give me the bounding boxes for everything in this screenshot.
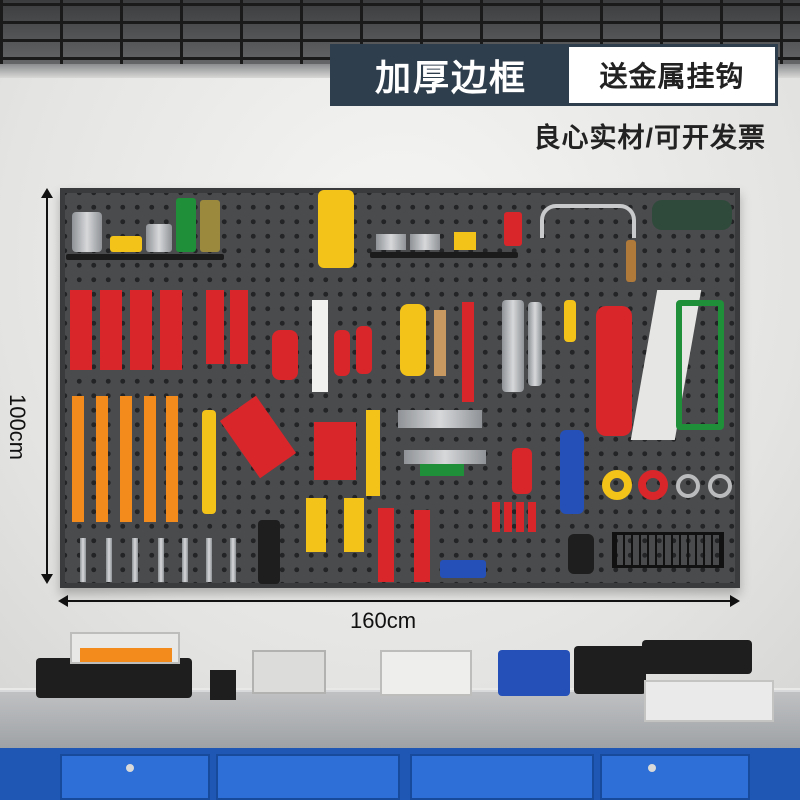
spray-can-gold-image (200, 200, 220, 252)
paint-brush-image (306, 498, 326, 552)
screwdriver-image (528, 502, 536, 532)
square-handle-image (420, 464, 464, 476)
parts-box-image (644, 680, 774, 722)
width-label: 160cm (350, 608, 417, 633)
width-dimension-line (58, 595, 740, 607)
title-banner: 加厚边框 送金属挂钩 (330, 44, 778, 106)
scraper-image (414, 510, 430, 582)
hook-ring-image (676, 474, 700, 498)
cabinet-drawer (216, 754, 400, 800)
tool-box-image (642, 640, 752, 674)
pliers-image (512, 448, 532, 494)
height-dimension-line (41, 188, 53, 584)
socket-rail-image (160, 290, 182, 370)
square-ruler-image (404, 450, 486, 464)
pliers-image (334, 330, 350, 376)
parts-box-image (410, 234, 440, 250)
hacksaw-image (676, 300, 724, 430)
socket-rail-image (100, 290, 122, 370)
socket-rail-image (70, 290, 92, 370)
socket-rail-image (230, 290, 248, 364)
paint-roller-image (440, 560, 486, 578)
file-tool-image (166, 396, 178, 522)
hammer-handle-image (434, 310, 446, 376)
caliper-image (398, 410, 482, 428)
parts-box-image (380, 650, 472, 696)
spanner-image (206, 538, 212, 582)
organizer-tray-image (80, 648, 172, 662)
coping-saw-image (540, 204, 636, 238)
tool-box-image (574, 646, 646, 694)
parts-box-image (252, 650, 326, 694)
level-image (312, 300, 328, 392)
banner-main-text: 加厚边框 (333, 47, 569, 103)
wrench-image (502, 300, 524, 392)
spray-can-green-image (176, 198, 196, 252)
bar-clamp-image (314, 422, 356, 480)
water-pump-pliers-image (596, 306, 632, 436)
hook-ring-image (708, 474, 732, 498)
file-tool-image (96, 396, 108, 522)
saw-handle-image (626, 240, 636, 282)
pencil-holder-image (210, 670, 236, 700)
drawer-lock (126, 764, 134, 772)
glue-bottle-image (504, 212, 522, 246)
adjustable-wrench-image (528, 302, 542, 386)
can-image (146, 224, 172, 252)
socket-rail-image (206, 290, 224, 364)
pliers-image (356, 326, 372, 374)
tool-box-image (36, 658, 192, 698)
top-middle-shelf (370, 252, 518, 258)
spanner-image (158, 538, 164, 582)
paint-brush-image (344, 498, 364, 552)
spanner-image (132, 538, 138, 582)
blue-tray-image (498, 650, 570, 696)
cordless-drill-image (318, 190, 354, 268)
screwdriver-image (492, 502, 500, 532)
screwdriver-image (504, 502, 512, 532)
height-label: 100cm (5, 393, 30, 461)
cabinet-drawer (60, 754, 210, 800)
pipe-wrench-image (202, 410, 216, 514)
spring-clamp-image (568, 534, 594, 574)
tape-roll-image (638, 470, 668, 500)
utility-knife-image (258, 520, 280, 584)
top-left-shelf (66, 254, 224, 260)
banner-sub-text: 送金属挂钩 (599, 61, 745, 92)
cabinet-drawer (410, 754, 594, 800)
wire-basket-image (612, 532, 724, 568)
tape-roll-image (602, 470, 632, 500)
screwdriver-image (366, 410, 380, 496)
crimping-pliers-image (560, 430, 584, 514)
file-tool-image (72, 396, 84, 522)
tape-roll-image (110, 236, 142, 252)
hammer-image (462, 302, 474, 402)
tape-measure-image (454, 232, 476, 250)
drawer-lock (648, 764, 656, 772)
tape-can-image (72, 212, 102, 252)
file-tool-image (120, 396, 132, 522)
file-tool-image (144, 396, 156, 522)
spanner-image (106, 538, 112, 582)
angle-grinder-image (652, 200, 732, 230)
spanner-image (80, 538, 86, 582)
scissors-image (400, 304, 426, 376)
screwdriver-image (516, 502, 524, 532)
parts-box-image (376, 234, 406, 250)
cabinet-drawer (600, 754, 750, 800)
spanner-image (182, 538, 188, 582)
spanner-image (230, 538, 236, 582)
pliers-image (272, 330, 298, 380)
scraper-image (378, 508, 394, 582)
rake-handle-image (564, 300, 576, 342)
subtitle-text: 良心实材/可开发票 (533, 123, 766, 153)
socket-rail-image (130, 290, 152, 370)
